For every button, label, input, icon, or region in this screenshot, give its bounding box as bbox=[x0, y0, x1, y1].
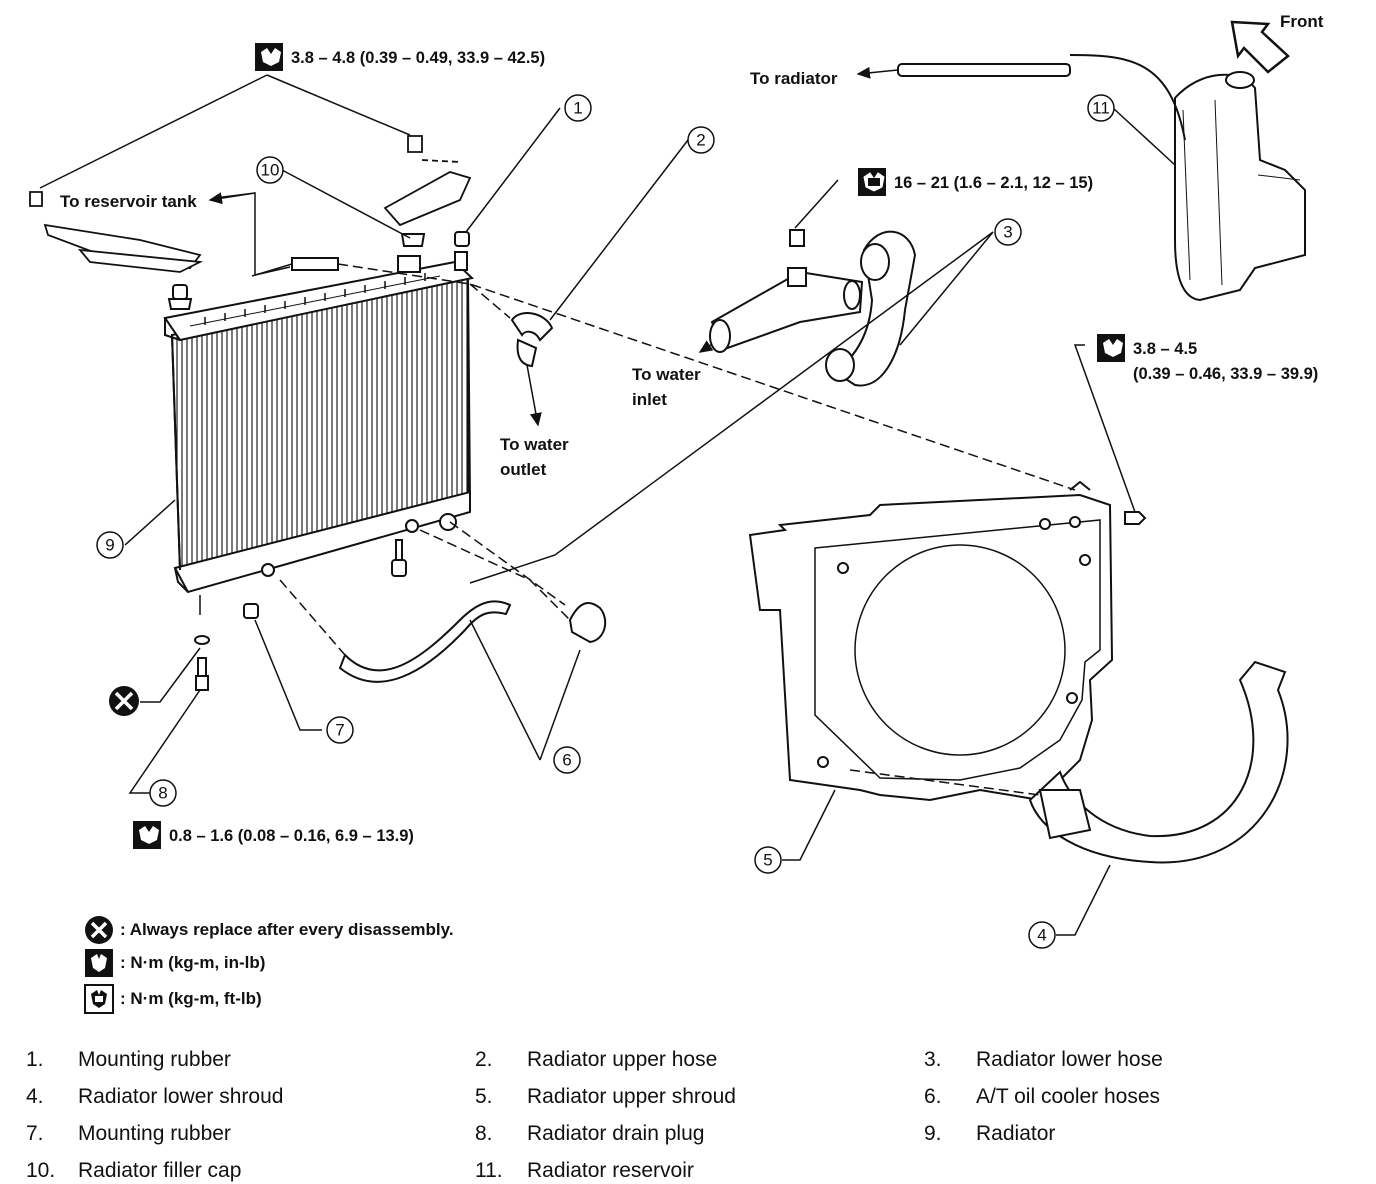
callout-6: 6 bbox=[553, 746, 581, 774]
svg-text:4: 4 bbox=[1037, 926, 1046, 945]
legend-nm-ftlb: : N·m (kg-m, ft-lb) bbox=[82, 984, 262, 1014]
torque-spec-4: 0.8 – 1.6 (0.08 – 0.16, 6.9 – 13.9) bbox=[133, 821, 414, 849]
to-water-outlet-label-1: To water bbox=[500, 435, 569, 454]
callout-9: 9 bbox=[96, 531, 124, 559]
leader-lines bbox=[39, 74, 1176, 936]
svg-text:5: 5 bbox=[763, 851, 772, 870]
svg-text:3.8 – 4.5: 3.8 – 4.5 bbox=[1133, 340, 1197, 358]
lower-shroud-drawing bbox=[1028, 660, 1289, 864]
callout-4: 4 bbox=[1028, 921, 1056, 949]
to-water-inlet-label-2: inlet bbox=[632, 390, 667, 409]
legend-nm-inlb: : N·m (kg-m, in-lb) bbox=[82, 948, 265, 978]
svg-text:2: 2 bbox=[696, 131, 705, 150]
upper-brackets-drawing bbox=[29, 135, 472, 273]
replace-always-icon bbox=[109, 686, 139, 716]
svg-text:6: 6 bbox=[562, 751, 571, 770]
lower-hose-drawing bbox=[698, 229, 917, 387]
callout-3: 3 bbox=[994, 218, 1022, 246]
svg-text:3: 3 bbox=[1003, 223, 1012, 242]
front-label: Front bbox=[1280, 12, 1324, 31]
svg-text:9: 9 bbox=[105, 536, 114, 555]
svg-text:8: 8 bbox=[158, 784, 167, 803]
svg-text:(0.39 – 0.46, 33.9 – 39.9): (0.39 – 0.46, 33.9 – 39.9) bbox=[1133, 365, 1318, 383]
replace-always-icon bbox=[85, 916, 113, 944]
to-reservoir-tank-label: To reservoir tank bbox=[60, 192, 197, 211]
svg-text:10: 10 bbox=[261, 161, 280, 180]
svg-text:7: 7 bbox=[335, 721, 344, 740]
callout-5: 5 bbox=[754, 846, 782, 874]
svg-text:11: 11 bbox=[1092, 99, 1110, 118]
svg-text:0.8 – 1.6 (0.08 – 0.16, 6.9 –: 0.8 – 1.6 (0.08 – 0.16, 6.9 – 13.9) bbox=[169, 827, 414, 845]
torque-spec-2: 16 – 21 (1.6 – 2.1, 12 – 15) bbox=[858, 168, 1093, 196]
callout-1: 1 bbox=[564, 94, 592, 122]
legend-replace: : Always replace after every disassembly… bbox=[82, 915, 454, 945]
svg-text:3.8 – 4.8 (0.39 – 0.49, 33.9 –: 3.8 – 4.8 (0.39 – 0.49, 33.9 – 42.5) bbox=[291, 49, 545, 67]
upper-hose-drawing bbox=[510, 312, 554, 427]
front-arrow-icon bbox=[1230, 20, 1290, 74]
svg-text:1: 1 bbox=[573, 99, 582, 118]
torque-spec-1: 3.8 – 4.8 (0.39 – 0.49, 33.9 – 42.5) bbox=[255, 43, 545, 71]
callout-11: 11 bbox=[1087, 94, 1115, 122]
svg-text:16 – 21 (1.6 – 2.1, 12 – 15): 16 – 21 (1.6 – 2.1, 12 – 15) bbox=[894, 174, 1093, 192]
exploded-view-diagram: Front To radiator To reservoir tank To w… bbox=[29, 12, 1324, 949]
callout-8: 8 bbox=[149, 779, 177, 807]
callout-2: 2 bbox=[687, 126, 715, 154]
callout-10: 10 bbox=[256, 156, 284, 184]
radiator-drawing bbox=[163, 231, 475, 691]
torque-ftlb-icon bbox=[84, 984, 114, 1014]
to-water-outlet-label-2: outlet bbox=[500, 460, 547, 479]
reservoir-drawing bbox=[856, 54, 1306, 302]
to-radiator-label: To radiator bbox=[750, 69, 838, 88]
callout-7: 7 bbox=[326, 716, 354, 744]
upper-shroud-drawing bbox=[748, 480, 1147, 802]
torque-inlb-icon bbox=[85, 949, 113, 977]
torque-spec-3: 3.8 – 4.5 (0.39 – 0.46, 33.9 – 39.9) bbox=[1097, 334, 1318, 383]
to-water-inlet-label-1: To water bbox=[632, 365, 701, 384]
dashed-leader-lines bbox=[279, 263, 1076, 796]
oil-cooler-hoses-drawing bbox=[338, 600, 607, 683]
